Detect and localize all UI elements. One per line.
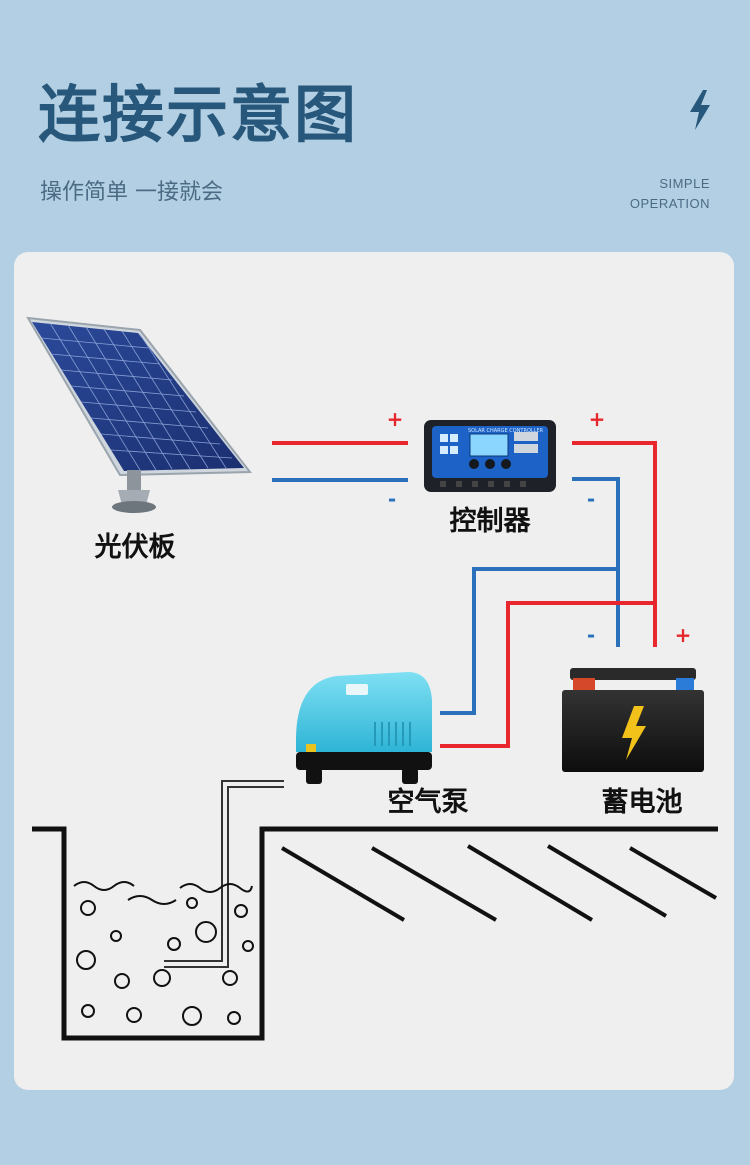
air-bubbles bbox=[76, 897, 254, 1026]
controller-label: 控制器 bbox=[450, 506, 532, 537]
controller-output-wires bbox=[440, 441, 657, 748]
controller-plus-sign: + bbox=[589, 407, 606, 431]
pond-and-ground bbox=[32, 826, 718, 1041]
battery-plus-sign: + bbox=[675, 623, 692, 647]
solar-panel bbox=[26, 316, 253, 513]
panel-to-controller-wires bbox=[272, 441, 408, 482]
charge-controller: SOLAR CHARGE CONTROLLER bbox=[424, 420, 556, 492]
tagline-line-2: OPERATION bbox=[629, 196, 710, 211]
air-hose bbox=[164, 780, 284, 968]
lightning-bolt-icon bbox=[690, 90, 710, 130]
controller-minus-sign: - bbox=[587, 487, 595, 511]
air-pump-label: 空气泵 bbox=[388, 786, 469, 818]
tagline: SIMPLE OPERATION bbox=[630, 174, 710, 214]
tagline-line-1: SIMPLE bbox=[659, 176, 710, 191]
controller-screen-text: SOLAR CHARGE CONTROLLER bbox=[468, 428, 544, 434]
panel-minus-sign: - bbox=[388, 487, 396, 511]
page-subtitle: 操作简单 一接就会 bbox=[40, 180, 223, 205]
solar-panel-label: 光伏板 bbox=[94, 532, 176, 563]
air-pump bbox=[296, 672, 432, 784]
panel-plus-sign: + bbox=[387, 407, 404, 431]
page-title: 连接示意图 bbox=[38, 78, 359, 151]
battery-label: 蓄电池 bbox=[602, 787, 683, 818]
battery-minus-sign: - bbox=[587, 623, 595, 647]
battery bbox=[562, 668, 704, 772]
